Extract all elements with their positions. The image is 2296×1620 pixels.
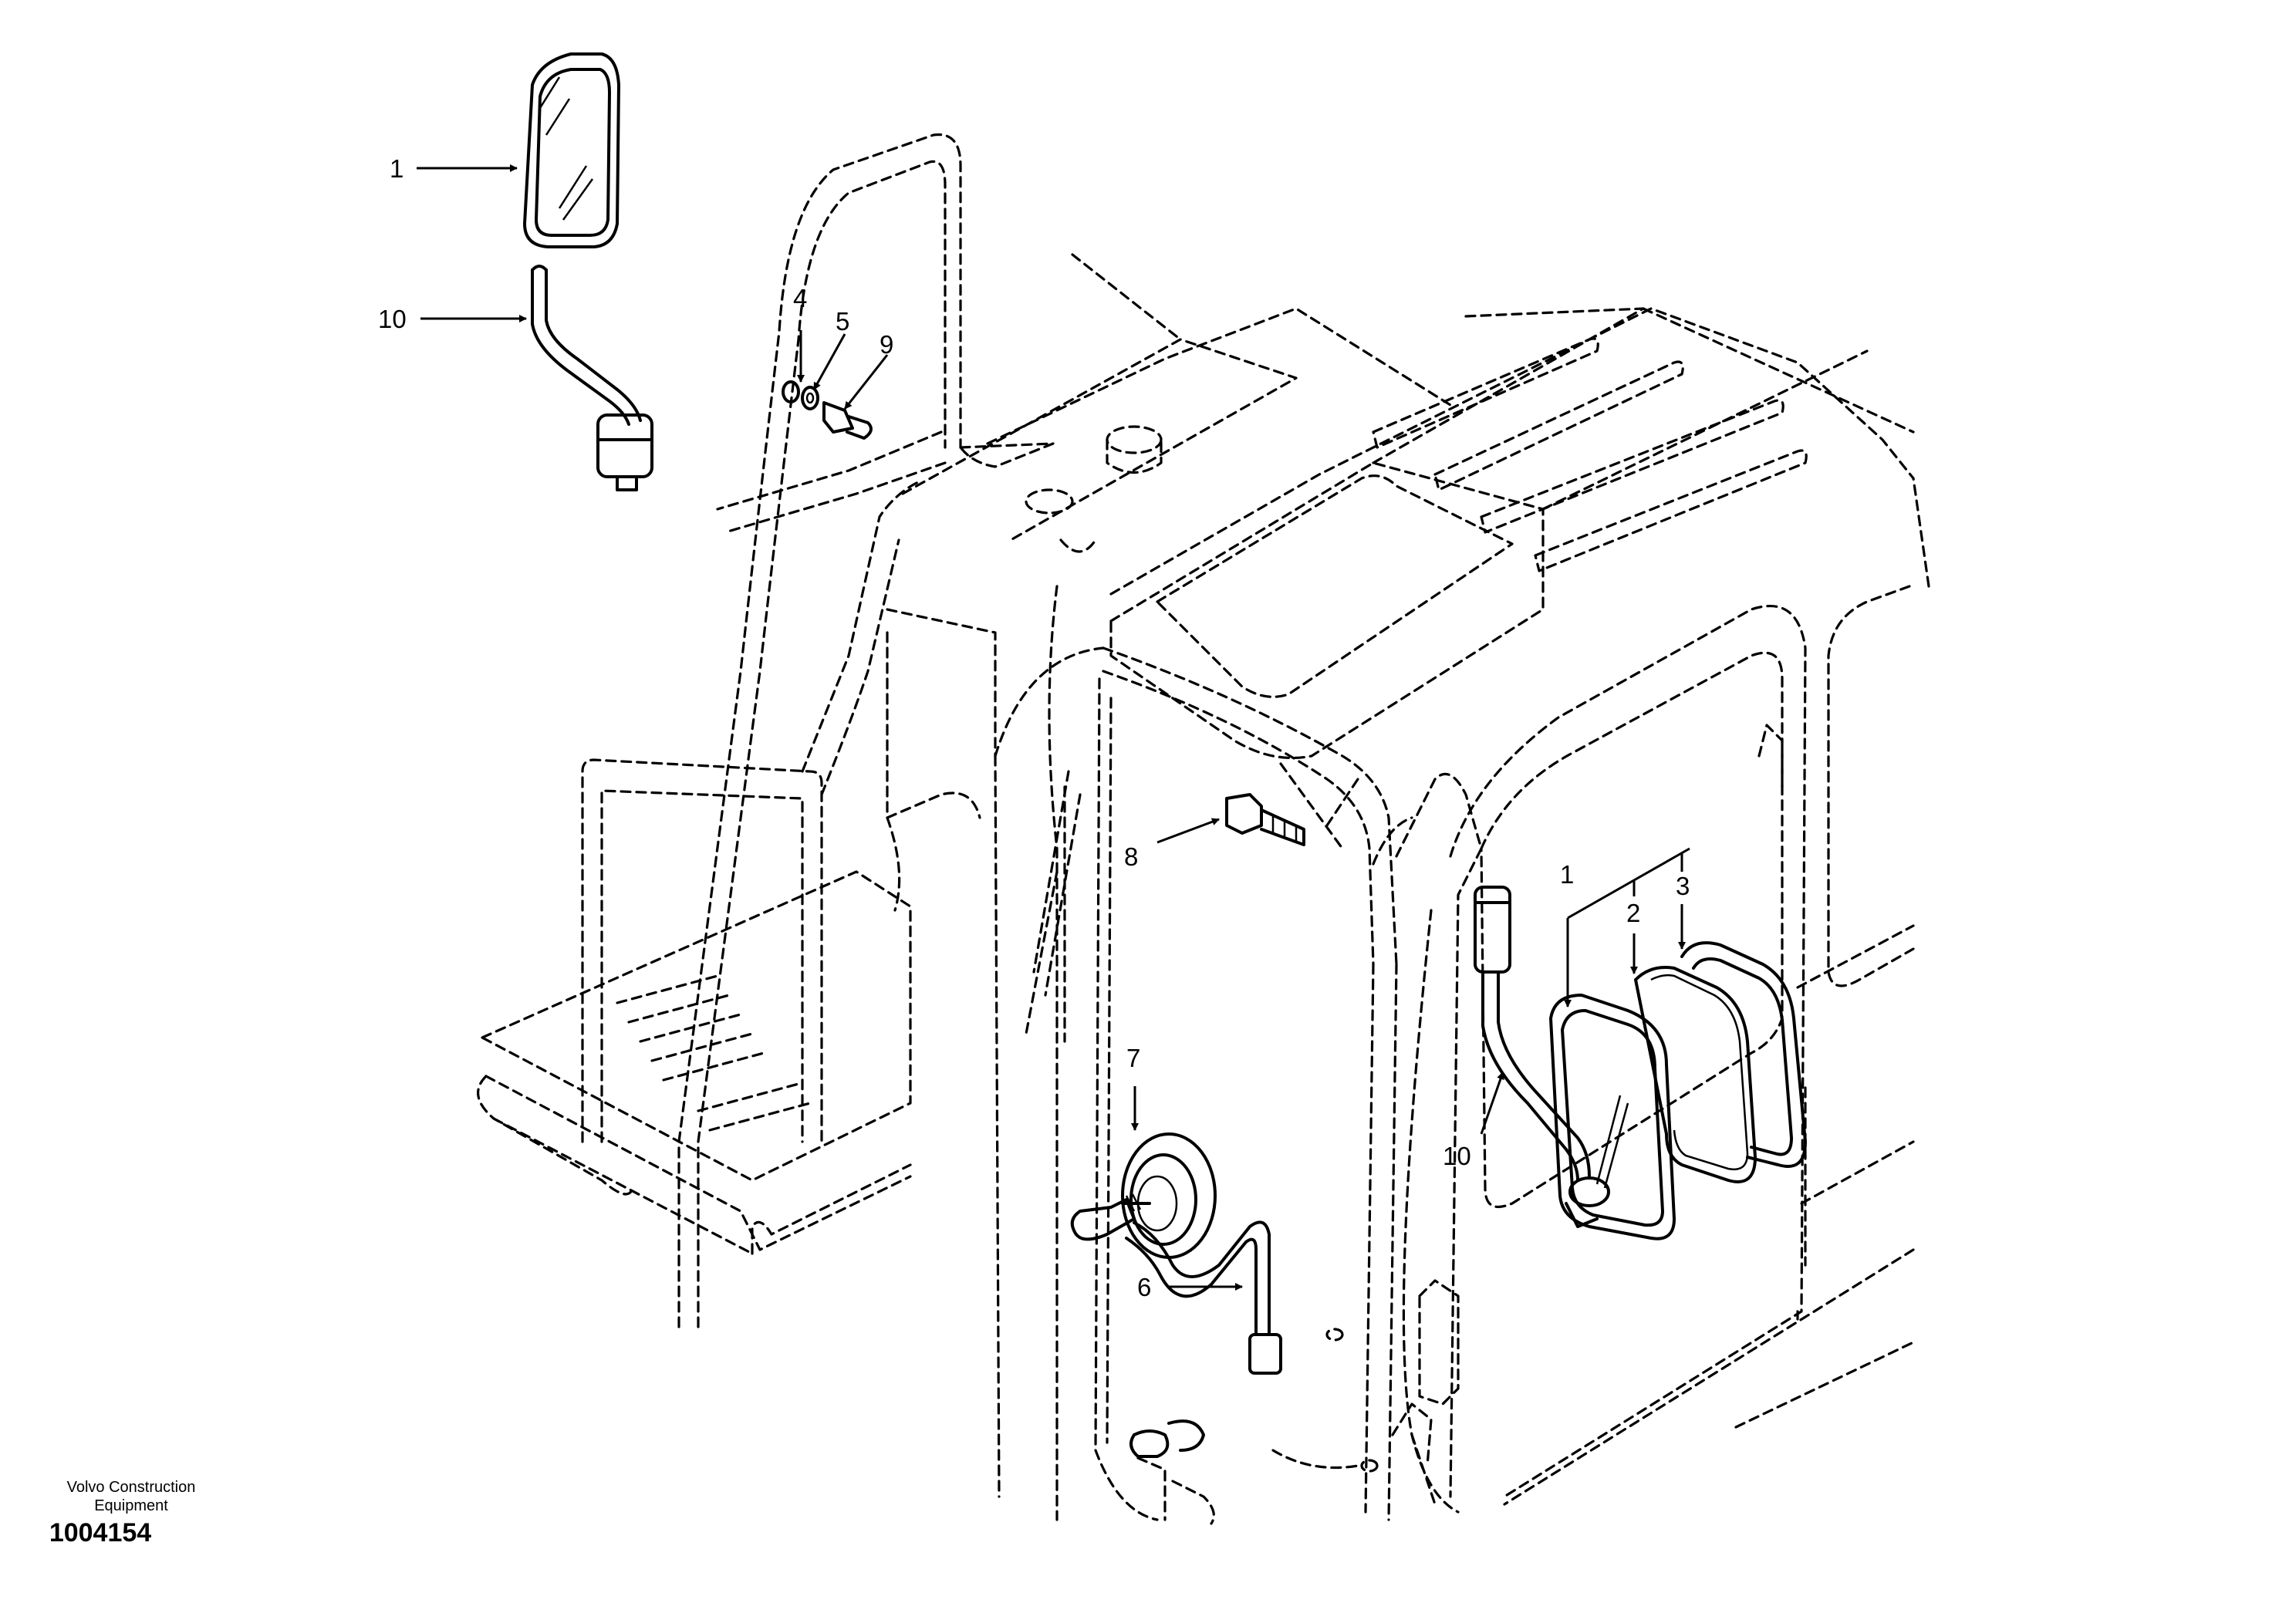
mirror-left (523, 52, 620, 248)
callout-1-top: 1 (390, 154, 403, 183)
drawing-number: 1004154 (49, 1518, 152, 1547)
arrow-icon (812, 333, 846, 390)
harness-6 (1070, 1198, 1282, 1458)
mirror-seal-3 (1680, 941, 1807, 1168)
callout-labels: 1 10 4 5 9 8 7 6 10 1 2 3 (378, 154, 1690, 1301)
callout-2: 2 (1626, 899, 1640, 927)
machine-outline (477, 133, 1930, 1525)
callout-7: 7 (1126, 1044, 1140, 1072)
mirror-glass-2 (1634, 966, 1757, 1183)
washers-4-5-9 (782, 380, 873, 440)
callout-3: 3 (1676, 872, 1690, 900)
callout-8: 8 (1124, 842, 1138, 871)
callout-1-right: 1 (1560, 860, 1574, 889)
callout-6: 6 (1137, 1273, 1151, 1301)
callout-9: 9 (880, 330, 893, 359)
callout-10-right: 10 (1443, 1142, 1471, 1170)
brand-line-2: Equipment (94, 1497, 168, 1514)
bolt-8 (1225, 793, 1305, 846)
horn-7 (1121, 1132, 1217, 1259)
arrow-icon (843, 354, 889, 410)
callout-10-top: 10 (378, 305, 407, 333)
mirror-stay-left (531, 265, 653, 491)
callout-5: 5 (836, 307, 849, 336)
callout-4: 4 (793, 284, 807, 312)
arrow-icon (1480, 1072, 1504, 1135)
leaders (417, 164, 1690, 1291)
mirror-stay-right (1474, 886, 1610, 1228)
arrow-icon (1156, 818, 1220, 844)
brand-label: Volvo Construction Equipment (23, 1478, 239, 1515)
mirror-right-1 (1549, 994, 1676, 1240)
brand-line-1: Volvo Construction (66, 1479, 196, 1496)
